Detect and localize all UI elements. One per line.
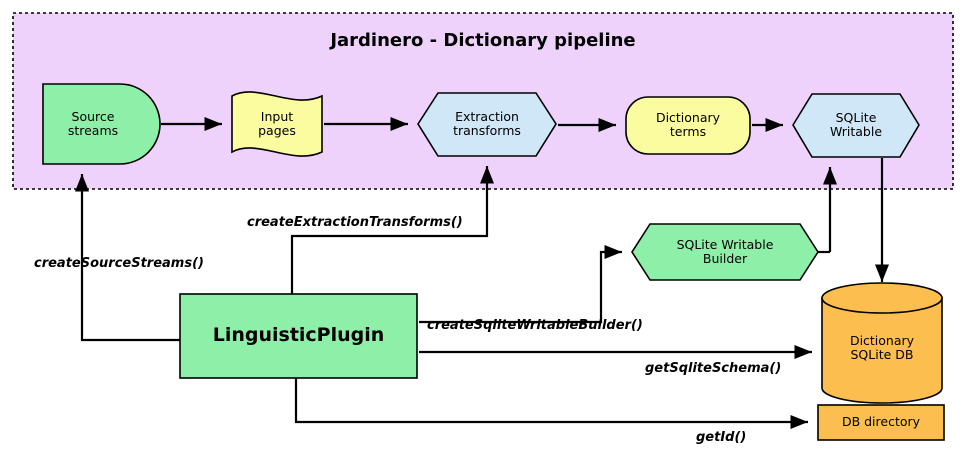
call-label-create-source-streams: createSourceStreams() xyxy=(34,256,204,271)
arrow-create-extraction-transforms xyxy=(290,166,495,294)
arrow-create-sqlite-writable-builder xyxy=(419,244,622,324)
cylinder-top xyxy=(821,282,943,314)
call-label-create-sqlite-writable-builder: createSqliteWritableBuilder() xyxy=(427,318,643,333)
call-label-get-id: getId() xyxy=(696,430,747,445)
shape-input-pages xyxy=(231,91,323,157)
call-label-create-extraction-transforms: createExtractionTransforms() xyxy=(247,215,463,230)
arrow-get-id xyxy=(294,378,808,430)
shape-dictionary-sqlite-db xyxy=(821,297,943,404)
arrow-create-source-streams xyxy=(74,174,180,342)
shape-sqlite-writable-builder xyxy=(631,223,819,281)
shape-db-directory xyxy=(817,404,945,441)
shape-source-streams xyxy=(42,83,161,165)
shape-extraction-transforms xyxy=(417,92,557,157)
shape-sqlite-writable xyxy=(792,93,920,158)
shape-dictionary-terms xyxy=(625,96,751,155)
shape-linguistic-plugin xyxy=(179,293,418,379)
call-label-get-sqlite-schema: getSqliteSchema() xyxy=(645,361,782,376)
